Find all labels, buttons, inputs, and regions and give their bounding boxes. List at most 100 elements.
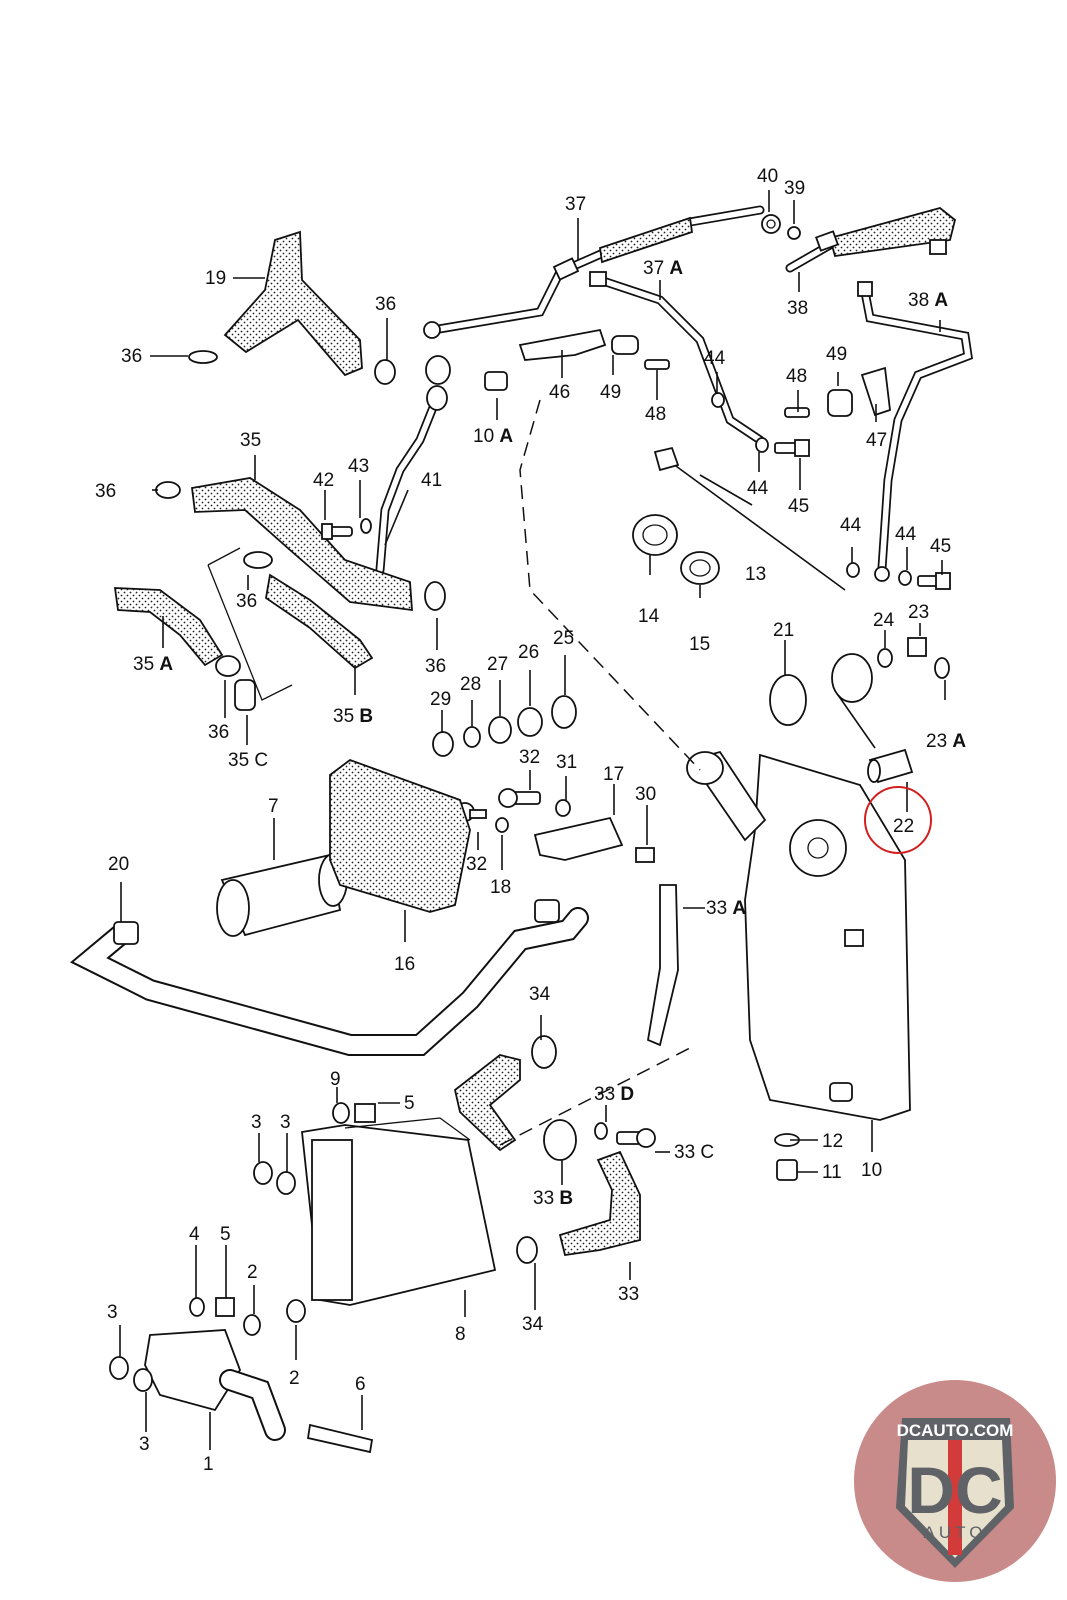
label-18: 18 — [490, 877, 511, 898]
nut-5 — [354, 1103, 376, 1123]
label-3: 3 — [139, 1434, 150, 1455]
dipstick-13 — [653, 446, 846, 591]
flange-21 — [769, 674, 807, 726]
oil-line-38 — [785, 207, 957, 273]
dcauto-logo[interactable]: DCAUTO.COM DC AUTO — [852, 1378, 1058, 1584]
bracket-47 — [860, 366, 891, 417]
washer-43 — [360, 518, 372, 534]
label-11: 11 — [822, 1162, 842, 1183]
drain-plug-11 — [776, 1159, 798, 1181]
bolt-48 — [644, 359, 670, 370]
label-35C: 35 C — [228, 750, 268, 771]
label-3: 3 — [280, 1112, 291, 1133]
label-44: 44 — [895, 524, 917, 545]
bush-25 — [551, 695, 577, 729]
hose-35A — [113, 587, 224, 667]
oil-line-38A — [857, 281, 973, 582]
bush-26 — [517, 707, 543, 737]
label-27: 27 — [487, 654, 508, 675]
label-16: 16 — [394, 954, 415, 975]
label-48: 48 — [645, 404, 666, 425]
clamp-36 — [243, 551, 273, 569]
label-14: 14 — [638, 606, 660, 627]
clamp-33B — [543, 1119, 577, 1161]
oil-pump-1 — [144, 1329, 286, 1441]
label-10: 10 — [861, 1160, 882, 1181]
hose-33 — [558, 1150, 641, 1257]
logo-stripe — [948, 1440, 962, 1555]
label-9: 9 — [330, 1069, 341, 1090]
nut-5 — [215, 1297, 235, 1317]
hose-35 — [191, 477, 413, 612]
label-33A: 33 A — [706, 898, 746, 919]
seal-15 — [680, 551, 720, 585]
fitting-10A — [484, 371, 508, 391]
label-5: 5 — [404, 1093, 415, 1114]
hose-33-upper — [453, 1054, 521, 1152]
label-23A: 23 A — [926, 731, 966, 752]
clamp-36 — [215, 655, 241, 677]
label-35: 35 — [240, 430, 261, 451]
label-36: 36 — [425, 656, 446, 677]
clamp-36 — [374, 359, 396, 385]
label-35B: 35 B — [333, 706, 373, 727]
clamp-34 — [531, 1035, 557, 1069]
clip-49 — [611, 335, 639, 355]
label-49: 49 — [826, 344, 847, 365]
label-10A: 10 A — [473, 426, 513, 447]
logo-bottom-text: AUTO — [924, 1523, 987, 1542]
oil-line-37 — [423, 205, 765, 339]
logo-letters: DC — [907, 1453, 1002, 1527]
label-29: 29 — [430, 689, 451, 710]
label-39: 39 — [784, 178, 805, 199]
label-44: 44 — [747, 478, 769, 499]
oil-cooler-8 — [301, 1117, 497, 1306]
spring-35C — [234, 679, 256, 711]
clamp-36 — [424, 581, 446, 611]
bolt-48 — [784, 407, 810, 418]
hose-19 — [223, 230, 363, 377]
bracket-46 — [518, 328, 607, 361]
washer-18 — [495, 817, 509, 833]
label-40: 40 — [757, 166, 778, 187]
label-36: 36 — [236, 591, 257, 612]
bush-3 — [109, 1356, 129, 1380]
filler-cap-14 — [632, 514, 678, 556]
fitting-23A — [934, 657, 950, 679]
label-32: 32 — [519, 747, 540, 768]
logo-top-text: DCAUTO.COM — [897, 1421, 1014, 1440]
label-24: 24 — [873, 610, 895, 631]
label-34: 34 — [529, 984, 551, 1005]
label-23: 23 — [908, 602, 929, 623]
label-33B: 33 B — [533, 1188, 573, 1209]
bush-2 — [286, 1299, 306, 1323]
bush-3 — [133, 1368, 153, 1392]
label-8: 8 — [455, 1324, 466, 1345]
clamp-34 — [516, 1236, 538, 1264]
label-4: 4 — [189, 1224, 200, 1245]
label-45: 45 — [930, 536, 951, 557]
label-2: 2 — [247, 1262, 258, 1283]
oil-tank-10 — [519, 399, 911, 1121]
bolt-45 — [917, 572, 951, 590]
oil-line-20 — [70, 899, 589, 1056]
bolt-33C — [616, 1128, 656, 1148]
gasket-16 — [329, 758, 471, 913]
label-6: 6 — [355, 1374, 366, 1395]
label-34: 34 — [522, 1314, 544, 1335]
clamp-36 — [188, 350, 218, 364]
label-36: 36 — [95, 481, 116, 502]
sender-flange — [831, 653, 876, 749]
label-33: 33 — [618, 1284, 639, 1305]
clip-49 — [827, 389, 853, 417]
label-15: 15 — [689, 634, 710, 655]
label-20: 20 — [108, 854, 129, 875]
washer-44 — [711, 392, 725, 408]
label-17: 17 — [603, 764, 624, 785]
bolt-45 — [774, 439, 810, 457]
nut-30 — [635, 847, 655, 863]
label-37A: 37 A — [643, 258, 683, 279]
nut-23 — [907, 637, 927, 657]
label-28: 28 — [460, 674, 481, 695]
